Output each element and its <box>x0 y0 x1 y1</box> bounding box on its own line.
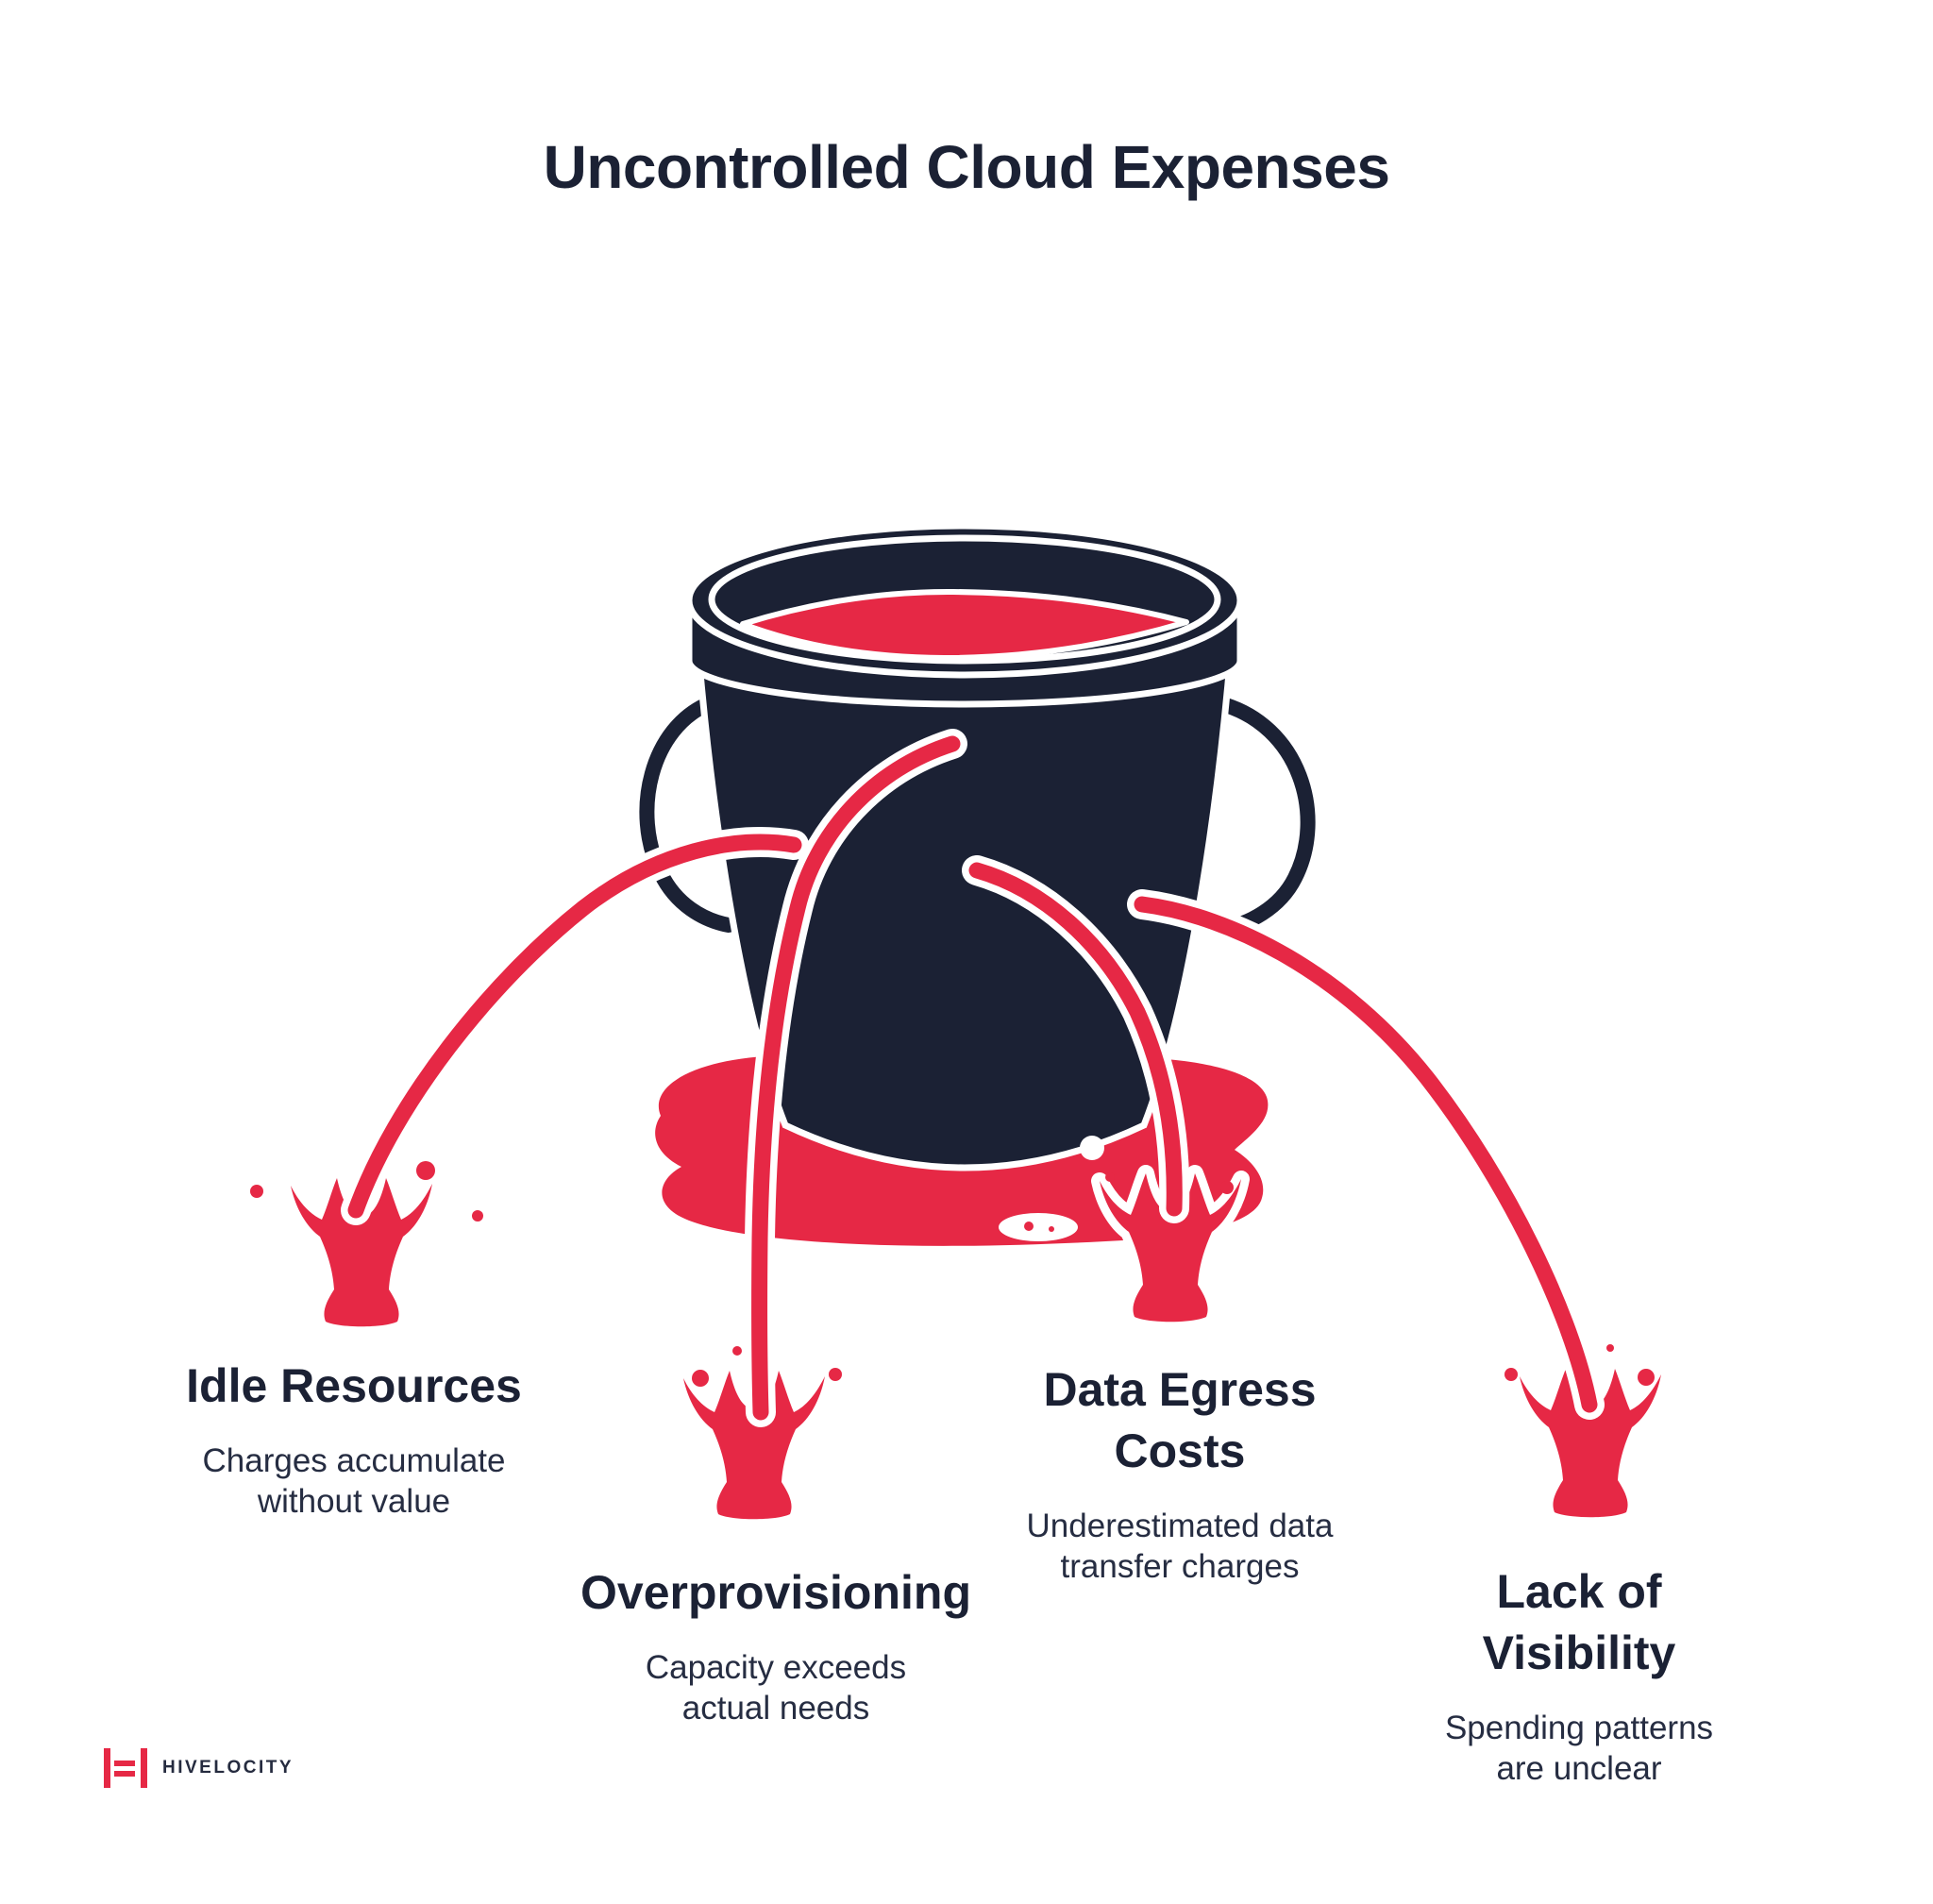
label-idle-resources: Idle Resources Charges accumulate withou… <box>146 1356 562 1523</box>
data-egress-costs-description: Underestimated data transfer charges <box>1026 1508 1334 1586</box>
idle-resources-description: Charges accumulate without value <box>202 1442 506 1521</box>
liquid-surface <box>740 588 1189 661</box>
bubble-dot <box>1080 1136 1104 1160</box>
overprovisioning-heading: Overprovisioning <box>580 1566 971 1619</box>
label-lack-of-visibility: Lack of Visibility Spending patterns are… <box>1409 1561 1749 1790</box>
lack-of-visibility-description: Spending patterns are unclear <box>1444 1710 1714 1788</box>
splash-idle-resources <box>250 1161 483 1327</box>
hivelocity-logo-text: HIVELOCITY <box>162 1758 294 1778</box>
idle-resources-heading: Idle Resources <box>186 1359 522 1412</box>
splash-lack-of-visibility <box>1504 1344 1661 1518</box>
hivelocity-logo-icon <box>104 1748 147 1788</box>
splash-overprovisioning <box>683 1346 842 1520</box>
bucket-handle-right <box>1204 688 1323 944</box>
splash-data-egress <box>999 1172 1241 1322</box>
data-egress-costs-heading: Data Egress Costs <box>1043 1363 1317 1477</box>
overprovisioning-description: Capacity exceeds actual needs <box>645 1649 907 1727</box>
hivelocity-logo: HIVELOCITY <box>104 1748 294 1788</box>
label-data-egress-costs: Data Egress Costs Underestimated data tr… <box>1010 1359 1350 1588</box>
bucket-handle-left <box>631 688 744 940</box>
label-overprovisioning: Overprovisioning Capacity exceeds actual… <box>559 1562 993 1729</box>
lack-of-visibility-heading: Lack of Visibility <box>1482 1565 1676 1679</box>
page-title: Uncontrolled Cloud Expenses <box>543 133 1390 201</box>
